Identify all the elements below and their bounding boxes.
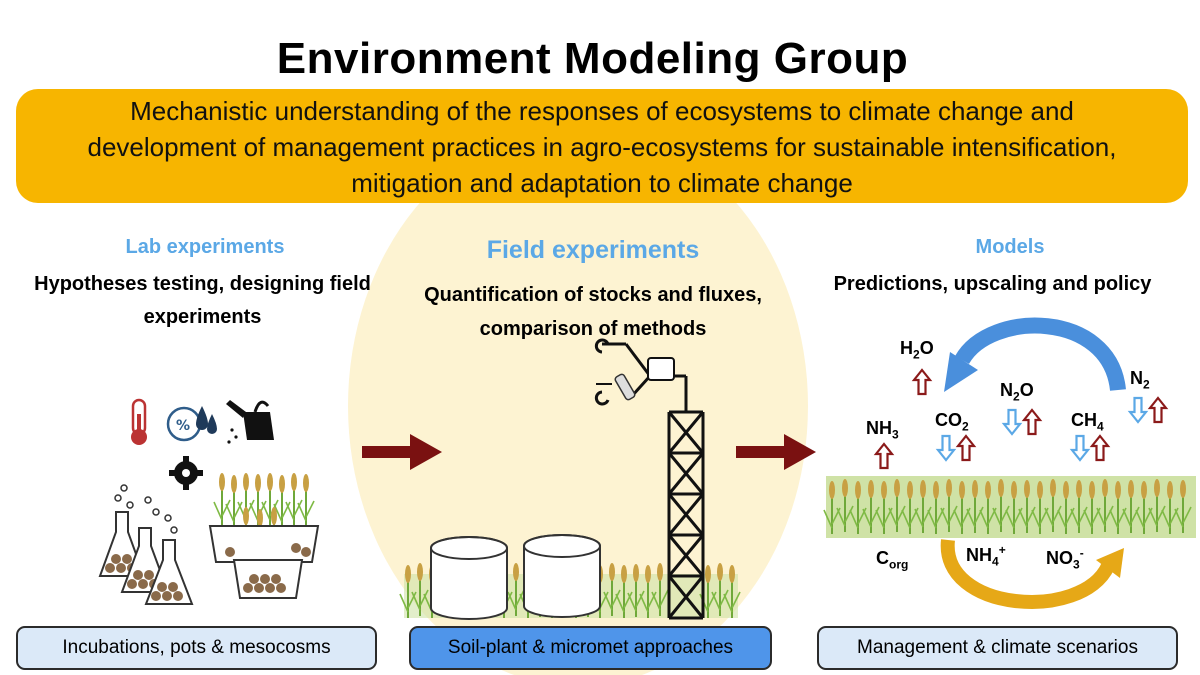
banner-line-1: Mechanistic understanding of the respons… <box>130 96 1074 126</box>
nh4-label: NH4+ <box>966 543 1006 569</box>
lab-subtitle-line-1: Hypotheses testing, designing field <box>34 273 371 295</box>
field-methods-box: Soil-plant & micromet approaches <box>409 626 772 670</box>
models-heading: Models <box>975 236 1045 258</box>
field-to-models-arrow <box>736 434 816 470</box>
n2-label: N2 <box>1130 368 1150 392</box>
ch4-up-arrow <box>1090 434 1110 462</box>
banner-line-2: development of management practices in a… <box>87 132 1117 162</box>
lab-subtitle-line-2: experiments <box>143 306 262 328</box>
chamber-icon <box>523 534 601 618</box>
sonic-anemometer-icon <box>596 357 675 401</box>
no3-label: NO3- <box>1046 546 1084 572</box>
h2o-label: H2O <box>900 338 934 362</box>
field-subtitle-line-1: Quantification of stocks and fluxes, <box>424 284 762 306</box>
co2-up-arrow <box>956 434 976 462</box>
mission-banner: Mechanistic understanding of the respons… <box>16 89 1188 203</box>
field-heading: Field experiments <box>486 236 700 264</box>
h2o-up-arrow <box>912 368 932 396</box>
n2-up-arrow <box>1148 396 1168 424</box>
banner-line-3: mitigation and adaptation to climate cha… <box>351 168 853 198</box>
flux-tower-icon <box>594 338 705 620</box>
water-cycle-arrow <box>944 317 1126 392</box>
field-subtitle-line-2: comparison of methods <box>479 318 707 340</box>
models-methods-box: Management & climate scenarios <box>817 626 1178 670</box>
page-title: Environment Modeling Group <box>276 34 909 83</box>
n2o-label: N2O <box>1000 380 1034 404</box>
ch4-down-arrow <box>1070 434 1090 462</box>
humidity-icon: % <box>166 406 217 442</box>
co2-down-arrow <box>936 434 956 462</box>
nutrient-cycle-arrow <box>940 539 1124 609</box>
pot-icon <box>232 559 304 599</box>
n2-down-arrow <box>1128 396 1148 424</box>
n2o-down-arrow <box>1002 408 1022 436</box>
models-subtitle: Predictions, upscaling and policy <box>833 273 1152 295</box>
nh3-label: NH3 <box>866 418 899 442</box>
chamber-icon <box>430 536 508 620</box>
lab-to-field-arrow <box>362 434 442 470</box>
lab-heading: Lab experiments <box>125 236 285 258</box>
lab-methods-box: Incubations, pots & mesocosms <box>16 626 377 670</box>
ch4-label: CH4 <box>1071 410 1104 434</box>
corg-label: Corg <box>876 548 909 572</box>
flask-bubbles <box>114 484 178 534</box>
wheat-field-icon <box>823 476 1196 538</box>
field-subtitle: Quantification of stocks and fluxes, com… <box>398 278 788 346</box>
n2o-up-arrow <box>1022 408 1042 436</box>
flask-icon <box>144 539 194 605</box>
watering-can-icon <box>226 400 274 444</box>
thermometer-icon <box>131 398 147 445</box>
gear-icon <box>169 456 203 490</box>
co2-label: CO2 <box>935 410 969 434</box>
lab-subtitle: Hypotheses testing, designing field expe… <box>10 268 395 334</box>
svg-text:%: % <box>176 418 190 434</box>
pot-icon <box>208 525 320 563</box>
nh3-up-arrow <box>874 442 894 470</box>
